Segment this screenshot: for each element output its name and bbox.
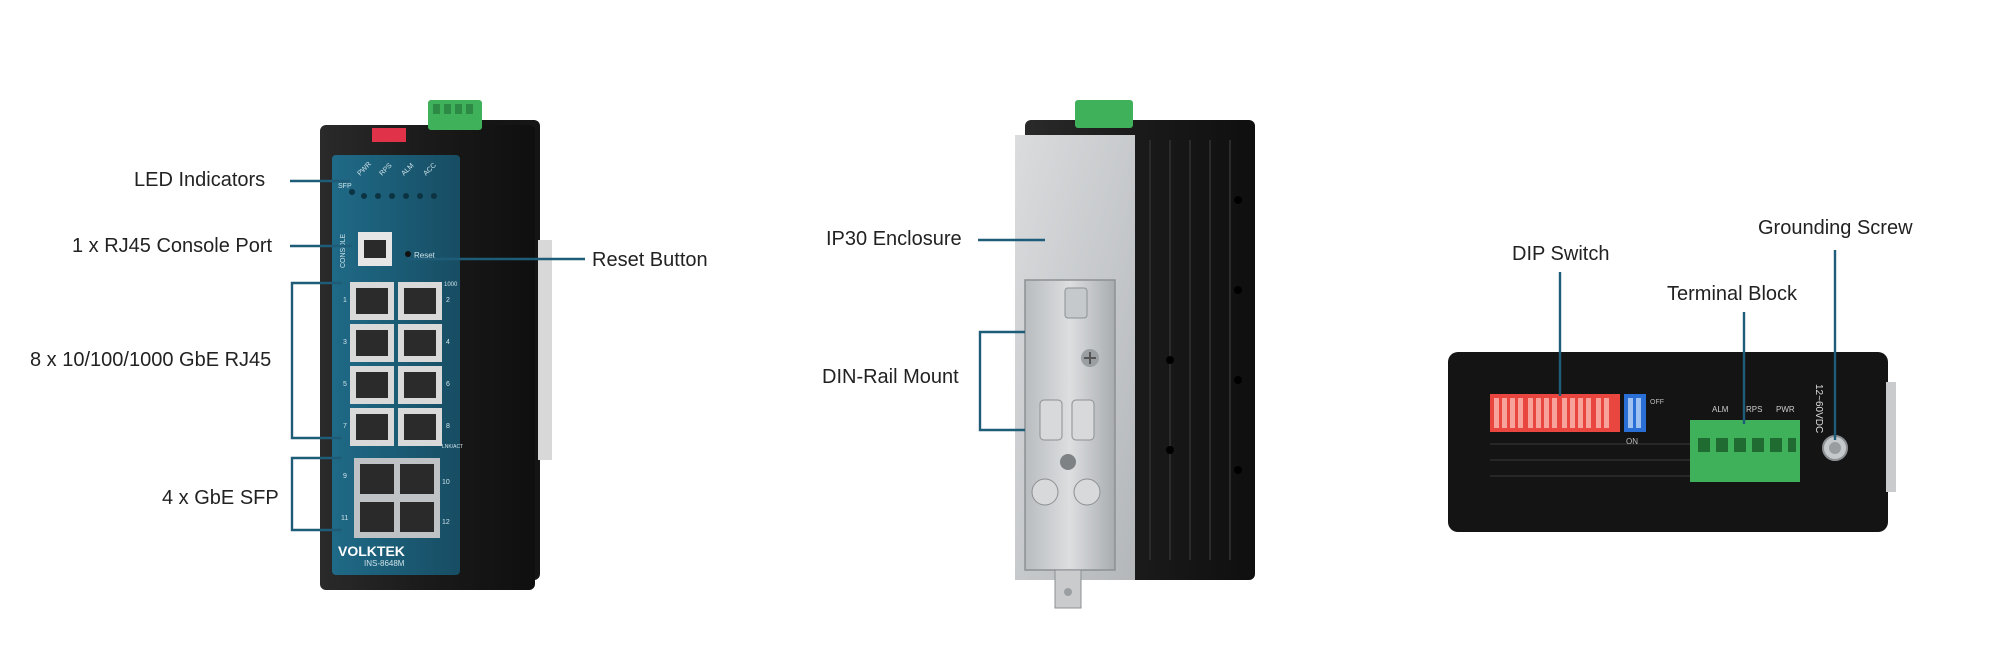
sfp-cage-grid <box>354 458 440 538</box>
label-dip-switch: DIP Switch <box>1512 243 1610 265</box>
model-number: INS-8648M <box>364 559 405 568</box>
led-cluster <box>349 189 437 199</box>
alm-silk: ALM <box>1712 405 1729 414</box>
dip-off-silk: OFF <box>1650 399 1664 406</box>
front-speed-silk: 1000 <box>444 282 458 288</box>
label-sfp-ports: 4 x GbE SFP <box>162 487 279 509</box>
label-terminal-block: Terminal Block <box>1667 283 1798 305</box>
back-terminal-connector <box>1075 100 1133 128</box>
front-leader-lines <box>290 179 585 532</box>
port-number-12: 12 <box>442 519 450 526</box>
port-number-2: 2 <box>446 297 450 304</box>
top-leader-lines <box>1558 250 1837 440</box>
front-sfp-silk: SFP <box>338 183 352 190</box>
rps-silk: RPS <box>1746 405 1762 414</box>
label-led-indicators: LED Indicators <box>134 169 266 191</box>
port-number-9: 9 <box>343 473 347 480</box>
port-number-7: 7 <box>343 423 347 430</box>
front-link-silk: LNK/ACT <box>442 444 463 450</box>
brand-logo: VOLKTEK <box>338 543 405 559</box>
front-reset-silk: Reset <box>414 251 436 260</box>
reset-button-hole <box>405 251 411 257</box>
pwr-silk: PWR <box>1776 405 1795 414</box>
port-number-3: 3 <box>343 339 347 346</box>
din-rail-bracket <box>1024 279 1116 609</box>
din-clip-edge <box>538 240 552 460</box>
dip-on-silk: ON <box>1626 437 1638 446</box>
label-din-rail-mount: DIN-Rail Mount <box>822 366 959 388</box>
front-view-device: CONSOLE Reset SFP 1000 LNK/ACT PWR RPS A… <box>320 100 552 590</box>
port-number-1: 1 <box>343 297 347 304</box>
terminal-block <box>1690 420 1800 482</box>
port-number-4: 4 <box>446 339 450 346</box>
front-top-tab <box>372 128 406 142</box>
dip-switch-block <box>1490 394 1646 432</box>
label-reset-button: Reset Button <box>592 249 708 271</box>
label-grounding-screw: Grounding Screw <box>1758 217 1913 239</box>
rj45-port-grid <box>350 282 442 446</box>
front-console-silk: CONSOLE <box>340 233 347 268</box>
label-rj45-ports: 8 x 10/100/1000 GbE RJ45 <box>30 349 272 371</box>
back-leader-lines <box>978 238 1045 432</box>
port-number-11: 11 <box>341 515 348 522</box>
top-chassis <box>1448 352 1888 532</box>
port-number-5: 5 <box>343 381 347 388</box>
port-number-10: 10 <box>442 479 450 486</box>
top-view-device: ON OFF ALM RPS PWR 12~60VDC <box>1448 352 1896 532</box>
port-number-6: 6 <box>446 381 450 388</box>
label-console-port: 1 x RJ45 Console Port <box>72 235 273 257</box>
label-ip30-enclosure: IP30 Enclosure <box>826 228 962 250</box>
voltage-silk: 12~60VDC <box>1813 384 1824 433</box>
back-view-device <box>1015 100 1255 609</box>
port-number-8: 8 <box>446 423 450 430</box>
